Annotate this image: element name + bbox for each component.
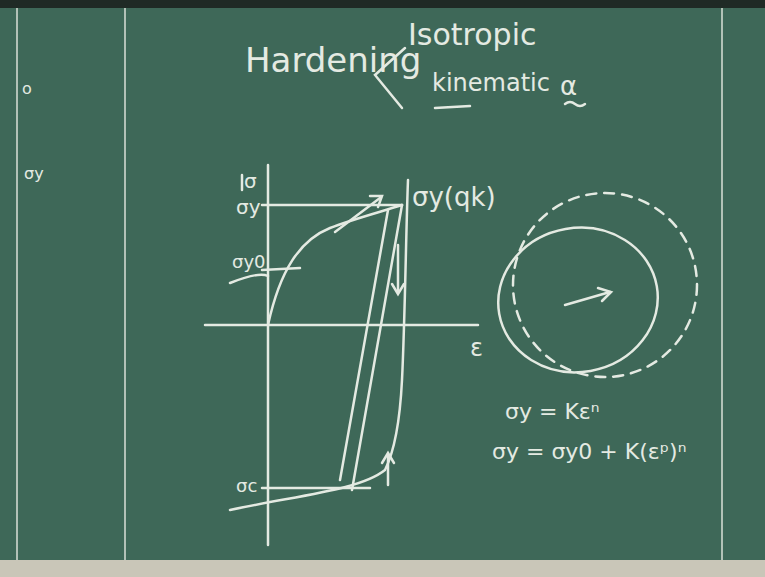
- hardened-yield-surface: [513, 193, 697, 377]
- symbol-label: α: [560, 72, 577, 101]
- frame-line: [16, 8, 18, 560]
- branch-label: Isotropic: [408, 18, 537, 51]
- underline: [435, 106, 470, 108]
- equation: σy = σy0 + K(εᵖ)ⁿ: [492, 440, 686, 464]
- arrowhead: [382, 453, 394, 463]
- initial-yield-curve: [230, 275, 268, 283]
- curve-label: σy(qk): [412, 183, 496, 212]
- frame-line: [721, 8, 723, 560]
- arrowhead: [392, 284, 404, 294]
- axis-label: ε: [470, 335, 483, 361]
- initial-yield-line: [262, 268, 300, 270]
- arrowhead: [370, 196, 382, 207]
- unloading-line: [340, 210, 388, 480]
- board-ledge: [0, 560, 765, 577]
- frame-line: [124, 8, 126, 560]
- stress-label: σc: [236, 476, 257, 496]
- unloading-line: [352, 205, 402, 490]
- reverse-yield-line: [262, 487, 370, 490]
- stress-label: σy0: [232, 252, 266, 272]
- stress-label: σy: [236, 196, 261, 218]
- arrowhead: [598, 288, 611, 301]
- up-arrow: [387, 455, 390, 485]
- branch-label: kinematic: [432, 70, 550, 96]
- tilde-mark: [565, 102, 585, 106]
- equation: σy = Kεⁿ: [505, 400, 599, 424]
- axis-arrow: [241, 175, 244, 190]
- hardening-arrow: [335, 198, 380, 232]
- yield-level-line: [262, 204, 402, 207]
- axis-label: σ: [244, 170, 257, 192]
- heading-word: Hardening: [245, 42, 421, 79]
- loading-curve: [268, 205, 402, 325]
- strain-axis: [205, 324, 478, 327]
- board-top-edge: [0, 0, 765, 8]
- reverse-curve: [230, 180, 408, 510]
- margin-mark: σy: [24, 165, 44, 183]
- margin-mark: o: [22, 80, 32, 98]
- down-arrow: [397, 245, 400, 292]
